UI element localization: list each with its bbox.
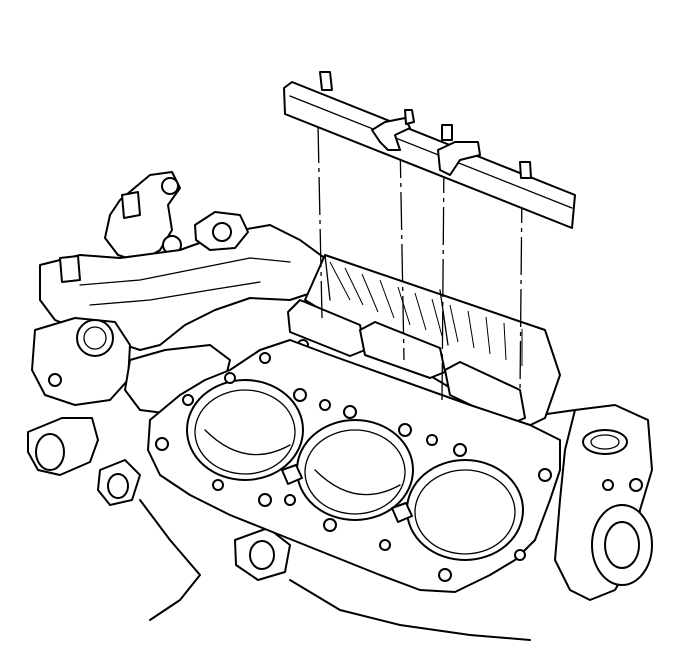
intake-gasket-seats	[287, 299, 526, 434]
intake-manifold-gasket	[283, 71, 576, 229]
head-gasket	[147, 339, 561, 593]
engine-block	[27, 171, 653, 641]
alignment-lines	[317, 124, 523, 401]
